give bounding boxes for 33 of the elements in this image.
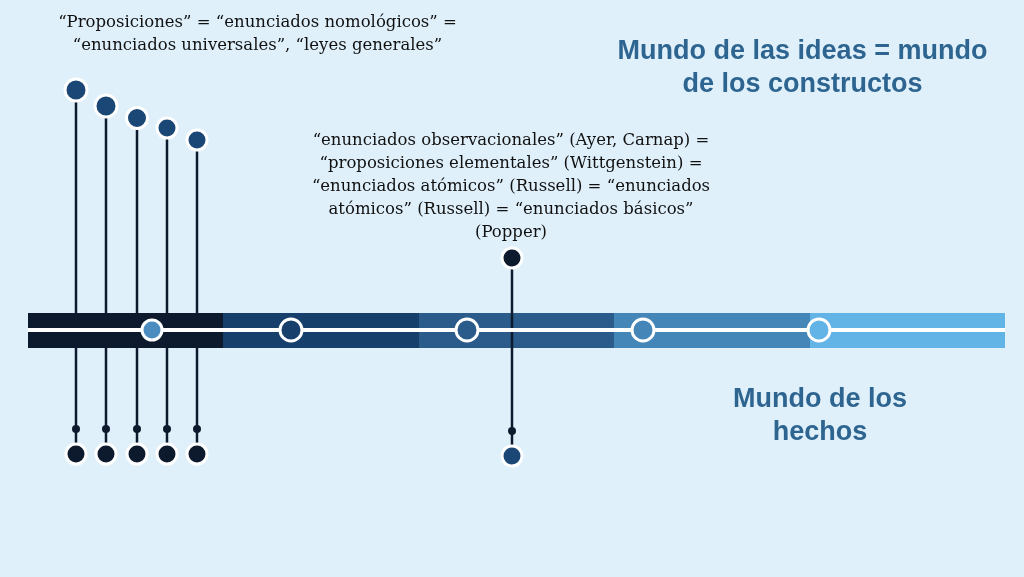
circle-marker (94, 442, 118, 466)
connector-line (72, 102, 80, 443)
circle-marker (185, 128, 209, 152)
connector-line (102, 118, 110, 443)
circle-marker (93, 93, 119, 119)
connector-line (508, 269, 516, 445)
circle-marker (155, 116, 179, 140)
circle-marker (125, 442, 149, 466)
circle-marker (155, 442, 179, 466)
connector-line (163, 139, 171, 443)
connector-line (193, 151, 201, 443)
timeline-line (655, 328, 807, 332)
timeline-line (831, 328, 1005, 332)
circle-marker (64, 442, 88, 466)
circle-marker (125, 106, 149, 130)
timeline-line (163, 328, 279, 332)
heading: Mundo de las ideas = mundo de los constructos (616, 34, 989, 100)
timeline-dot (454, 317, 480, 343)
circle-marker (500, 444, 524, 468)
timeline-dot (140, 318, 164, 342)
timeline-dot (278, 317, 304, 343)
connector-line (133, 129, 141, 443)
timeline-line (28, 328, 141, 332)
timeline-line (303, 328, 455, 332)
circle-marker (500, 246, 524, 270)
annotation-text: “enunciados observacionales” (Ayer, Carnap) = “proposiciones elementales” (Wittgenstein) = “enunciados atómicos” (Russell) = “enunciados atómicos” (Russell) = “enunciados básicos” (Popper) (310, 129, 712, 243)
timeline-line (479, 328, 631, 332)
circle-marker (63, 77, 89, 103)
timeline-dot (630, 317, 656, 343)
annotation-text: “Proposiciones” = “enunciados nomológicos” = “enunciados universales”, “leyes generales” (57, 11, 458, 56)
circle-marker (185, 442, 209, 466)
timeline-dot (806, 317, 832, 343)
heading: Mundo de los hechos (732, 382, 908, 448)
